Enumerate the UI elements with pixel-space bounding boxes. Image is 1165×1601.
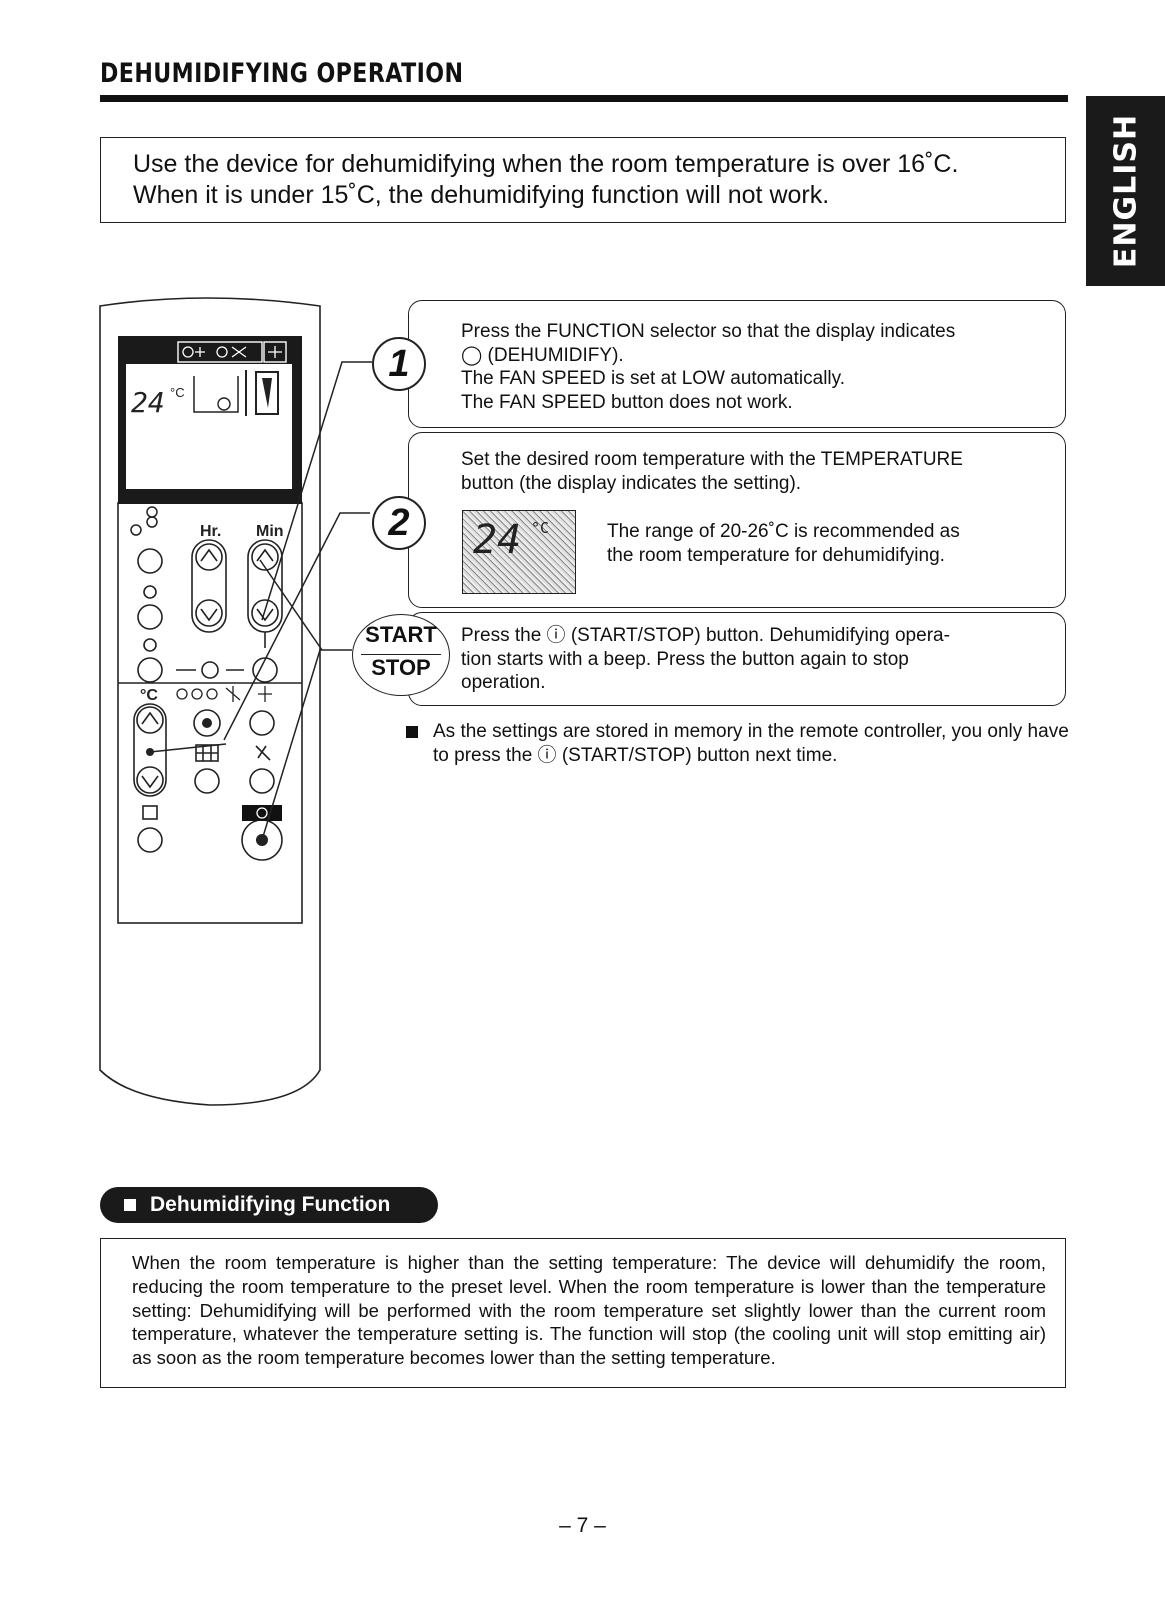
remote-label-celsius: °C [140,687,158,704]
start-label: START [365,622,437,647]
page-title: DEHUMIDIFYING OPERATION [100,58,464,89]
section-heading: Dehumidifying Function [100,1187,438,1223]
function-description-text: When the room temperature is higher than… [132,1252,1046,1369]
stop-label: STOP [371,655,431,680]
memory-note-text: As the settings are stored in memory in … [433,721,1069,766]
remote-label-hr: Hr. [200,523,221,540]
step-1-line-4: The FAN SPEED button does not work. [461,391,793,413]
step-1-line-1: Press the FUNCTION selector so that the … [461,321,956,342]
step-3-line-1: Press the ⓘ (START/STOP) button. Dehumid… [461,625,950,646]
notice-line-2: When it is under 15˚C, the dehumidifying… [133,181,830,209]
step-2-display: 24 °C [462,510,576,594]
step-2-badge: 2 [372,496,426,550]
title-rule [100,95,1068,102]
start-stop-badge: START STOP [352,614,450,696]
step-3-line-3: operation. [461,672,546,693]
step-2-text: Set the desired room temperature with th… [461,448,1061,495]
remote-controller-illustration: 24 °C Hr. Min [99,297,372,1106]
bullet-square-icon [406,726,418,738]
step-2-note-line-1: The range of 20-26˚C is recommended as [607,521,960,542]
step-3-line-2: tion starts with a beep. Press the butto… [461,648,909,670]
step-1-line-3: The FAN SPEED is set at LOW automaticall… [461,368,845,389]
remote-lcd-unit: °C [170,385,185,400]
notice-box: Use the device for dehumidifying when th… [100,137,1066,223]
section-bullet-icon [124,1199,136,1211]
step-2-note-line-2: the room temperature for dehumidifying. [607,544,945,566]
step-2-line-2: button (the display indicates the settin… [461,472,802,494]
function-description-box: When the room temperature is higher than… [100,1238,1066,1388]
start-stop-divider [361,654,441,655]
step-2-display-value: 24 [473,517,522,563]
section-heading-text: Dehumidifying Function [150,1193,391,1216]
page-number: – 7 – [559,1514,606,1537]
step-2-display-unit: °C [531,519,550,537]
step-1-text: Press the FUNCTION selector so that the … [461,320,1061,414]
step-1-badge: 1 [372,337,426,391]
step-1-line-2: ◯ (DEHUMIDIFY). [461,344,624,366]
step-2-note: The range of 20-26˚C is recommended as t… [607,520,1047,567]
language-tab-label: ENGLISH [1108,113,1143,269]
step-2-line-1: Set the desired room temperature with th… [461,449,963,470]
language-tab: ENGLISH [1086,96,1165,286]
step-3-text: Press the ⓘ (START/STOP) button. Dehumid… [461,624,1061,695]
notice-line-1: Use the device for dehumidifying when th… [133,150,959,178]
remote-label-min: Min [256,523,284,540]
remote-lcd-temp: 24 [131,386,165,419]
